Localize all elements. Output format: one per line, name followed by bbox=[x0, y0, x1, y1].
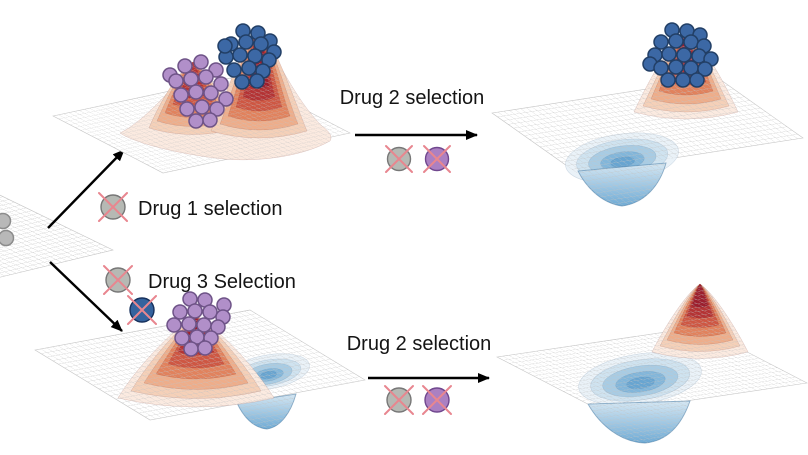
landscape-after-drug1-drug2 bbox=[491, 22, 804, 207]
cell-dot bbox=[253, 36, 269, 52]
blue-population-dots bbox=[642, 22, 719, 88]
cell-dot bbox=[209, 101, 225, 117]
cell-dot bbox=[210, 319, 226, 335]
cell-dot bbox=[193, 54, 209, 70]
crossed-purple-drug-icon bbox=[422, 385, 452, 415]
cell-dot bbox=[675, 72, 691, 88]
cell-dot bbox=[168, 73, 184, 89]
crossed-gray-drug-icon bbox=[385, 145, 413, 173]
crossed-drug-icons-bottom bbox=[384, 385, 452, 415]
arrow-to-drug3-landscape bbox=[49, 261, 123, 332]
cell-dot bbox=[179, 101, 195, 117]
cell-dot bbox=[0, 229, 15, 247]
drug3-selection-label-group: Drug 3 Selection bbox=[103, 265, 296, 325]
cell-dot bbox=[668, 33, 684, 49]
cell-dot bbox=[166, 317, 182, 333]
landscape-after-drug1 bbox=[52, 23, 351, 174]
cell-dot bbox=[203, 85, 219, 101]
cell-dot bbox=[173, 87, 189, 103]
cell-dot bbox=[202, 112, 218, 128]
cell-dot bbox=[232, 47, 248, 63]
cell-dot bbox=[187, 303, 203, 319]
crossed-blue-drug-icon bbox=[127, 295, 157, 325]
crossed-purple-drug-icon bbox=[423, 145, 451, 173]
label-drug1-selection: Drug 1 selection bbox=[138, 198, 283, 220]
label-drug2-selection-top: Drug 2 selection bbox=[340, 87, 485, 109]
cell-dot bbox=[241, 60, 257, 76]
landscape-after-drug3 bbox=[34, 291, 366, 430]
cell-dot bbox=[668, 59, 684, 75]
cell-dot bbox=[177, 58, 193, 74]
initial-population-dots bbox=[0, 212, 15, 247]
cell-dot bbox=[653, 60, 669, 76]
cell-dot bbox=[213, 76, 229, 92]
label-drug2-selection-bottom: Drug 2 selection bbox=[347, 333, 492, 355]
cell-dot bbox=[653, 34, 669, 50]
arrow-to-drug1-landscape bbox=[47, 149, 125, 229]
cell-dot bbox=[188, 84, 204, 100]
landscape-after-drug3-drug2 bbox=[496, 283, 808, 444]
purple-population-dots bbox=[162, 54, 234, 129]
blue-population-dots bbox=[217, 23, 282, 90]
cell-dot bbox=[181, 316, 197, 332]
cell-dot bbox=[174, 330, 190, 346]
cell-dot bbox=[0, 212, 12, 230]
purple-population-dots bbox=[166, 291, 232, 357]
crossed-gray-drug-icon bbox=[384, 385, 414, 415]
cell-dot bbox=[683, 34, 699, 50]
cell-dot bbox=[172, 304, 188, 320]
drug1-selection-label-group: Drug 1 selection bbox=[98, 192, 283, 222]
cell-dot bbox=[247, 48, 263, 64]
cell-dot bbox=[183, 341, 199, 357]
cell-dot bbox=[697, 61, 713, 77]
cell-dot bbox=[217, 38, 233, 54]
mesh-overlay bbox=[492, 31, 803, 206]
mesh-overlay bbox=[497, 284, 807, 443]
cell-dot bbox=[194, 99, 210, 115]
cell-dot bbox=[198, 69, 214, 85]
cell-dot bbox=[249, 73, 265, 89]
cell-dot bbox=[183, 71, 199, 87]
cell-dot bbox=[689, 72, 705, 88]
label-drug3-selection: Drug 3 Selection bbox=[148, 271, 296, 293]
cell-dot bbox=[234, 74, 250, 90]
cell-dot bbox=[202, 304, 218, 320]
cell-dot bbox=[197, 340, 213, 356]
cell-dot bbox=[226, 62, 242, 78]
cell-dot bbox=[661, 46, 677, 62]
cell-dot bbox=[218, 91, 234, 107]
crossed-gray-drug-icon bbox=[103, 265, 133, 295]
cell-dot bbox=[660, 72, 676, 88]
cell-dot bbox=[238, 34, 254, 50]
crossed-drug-icons-top bbox=[385, 145, 451, 173]
crossed-gray-drug-icon bbox=[98, 192, 128, 222]
cell-dot bbox=[188, 113, 204, 129]
cell-dot bbox=[676, 47, 692, 63]
